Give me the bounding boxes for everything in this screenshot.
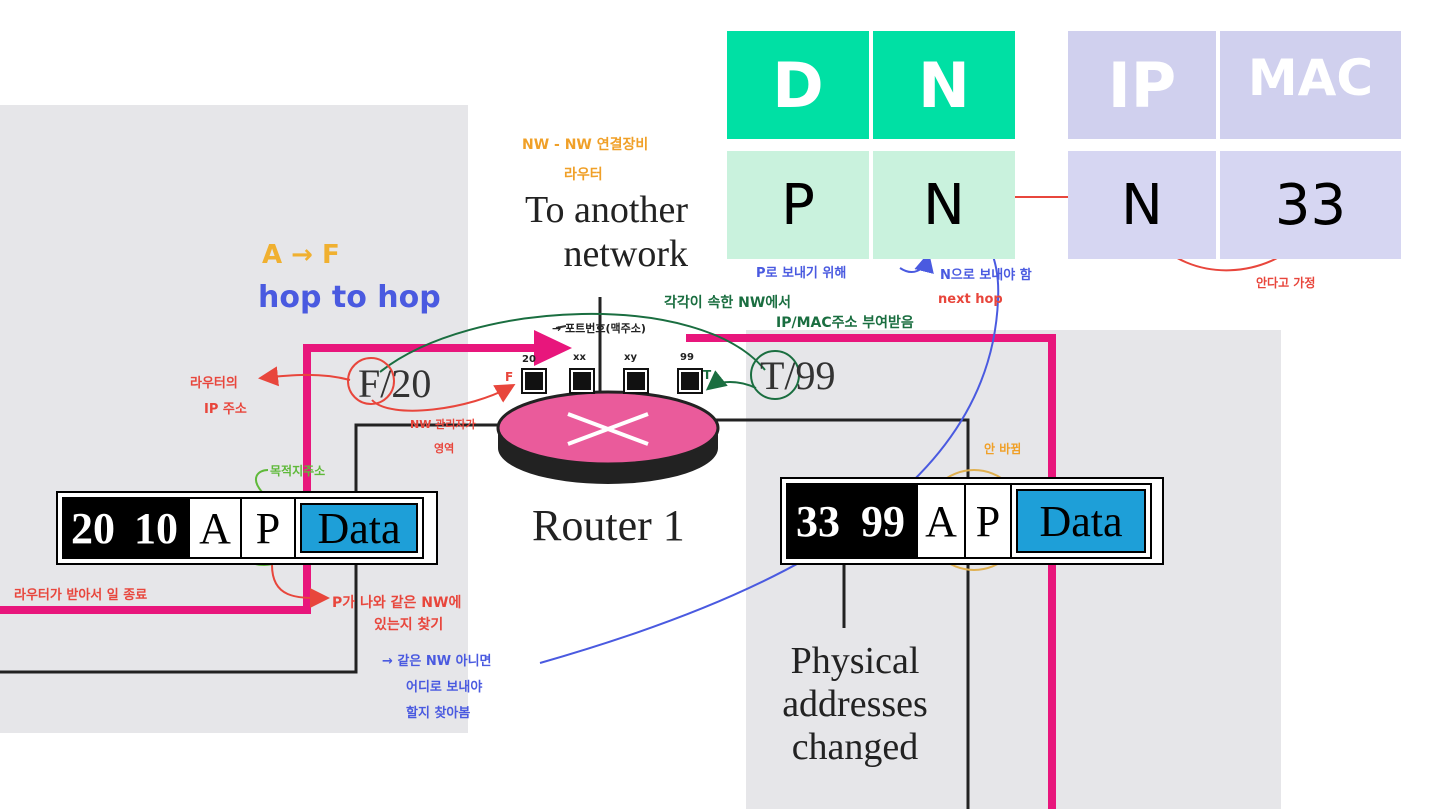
note-not-same-1: → 같은 NW 아니면 [382,654,492,669]
note-router: 라우터 [564,167,603,183]
ipmac-header-mac: MAC [1220,31,1401,139]
right-frame-dest: 33 [786,483,850,559]
right-frame-src: 99 [850,483,916,559]
physical-line1: Physical [790,640,920,682]
physical-line3: changed [791,726,919,768]
left-frame-data: Data [296,497,424,559]
port-tag-xy: xy [624,352,637,363]
note-each-nw: 각각이 속한 NW에서 [664,295,792,311]
router-port-xx [569,368,595,394]
note-unchanged: 안 바뀜 [984,442,1022,456]
right-frame-data-field: Data [1016,489,1146,553]
right-frame-data: Data [1012,483,1152,559]
annotation-strokes [254,187,1313,664]
note-port-number: → 포트번호(맥주소) [552,322,646,335]
router-port-xy [623,368,649,394]
network-label: To another network [496,188,688,276]
left-network-panel [0,105,468,733]
note-hop-to-hop: hop to hop [258,280,441,315]
ipmac-header-ip: IP [1068,31,1216,139]
note-not-same-3: 할지 찾아봄 [406,706,471,721]
dn-header-d: D [727,31,869,139]
note-a-to-f: A → F [262,240,340,270]
note-p-same-nw: P가 나와 같은 NW에 [332,595,462,611]
note-nw-admin-2: 영역 [434,442,455,455]
left-frame: 20 10 A P Data [56,491,438,565]
note-router-ip-1: 라우터의 [190,376,238,391]
note-assume: 안다고 가정 [1256,276,1316,290]
dn-cell-n: N [873,151,1015,259]
note-send-n: N으로 보내야 함 [940,268,1032,283]
port-f-circle [347,357,395,405]
note-nw-admin-1: NW 관리자가 [410,418,476,431]
note-router-ip-2: IP 주소 [204,402,247,417]
right-network-panel [746,330,1281,809]
router-label: Router 1 [532,501,685,550]
note-next-hop: next hop [938,292,1003,307]
port-tag-20: 20 [522,354,536,365]
left-frame-p: P [242,497,296,559]
port-label-left: F/20 [358,361,432,406]
right-frame-p: P [966,483,1012,559]
ipmac-cell-33: 33 [1220,151,1401,259]
note-send-p: P로 보내기 위해 [756,266,847,281]
left-frame-a: A [188,497,242,559]
left-frame-data-field: Data [300,503,418,553]
note-p-find: 있는지 찾기 [374,617,444,633]
router-port-20 [521,368,547,394]
right-frame: 33 99 A P Data [780,477,1164,565]
router-port-99 [677,368,703,394]
dn-header-n: N [873,31,1015,139]
port-tag-t: T [703,368,712,382]
port-label-right: T/99 [760,353,836,398]
port-tag-xx: xx [573,352,586,363]
left-frame-src: 10 [124,497,188,559]
port-tag-99: 99 [680,352,694,363]
physical-line2: addresses [782,683,928,725]
dn-cell-p: P [727,151,869,259]
note-ip-mac-assigned: IP/MAC주소 부여받음 [776,315,914,331]
network-label-line1: To another [524,189,688,231]
router-icon [496,390,720,484]
physical-addresses-label: Physical addresses changed [760,640,950,769]
packet-path [0,334,1056,809]
note-nw-device: NW - NW 연결장비 [522,137,649,153]
port-t-circle [750,350,800,400]
port-tag-f: F [505,370,514,384]
note-dest-addr: 목적지주소 [270,464,326,478]
packet-path-arrowhead [534,330,572,366]
network-label-line2: network [563,233,688,275]
right-frame-a: A [916,483,966,559]
note-not-same-2: 어디로 보내야 [406,680,483,695]
ipmac-cell-n: N [1068,151,1216,259]
left-frame-dest: 20 [62,497,124,559]
note-router-done: 라우터가 받아서 일 종료 [14,588,148,603]
